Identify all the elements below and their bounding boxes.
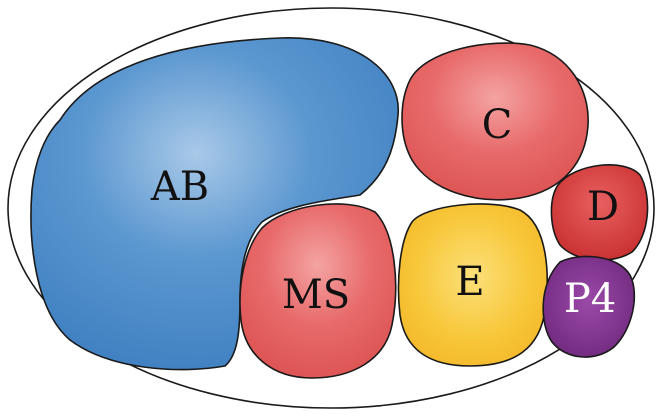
cell-ab: AB (30, 37, 399, 371)
cell-label-p4: P4 (564, 276, 616, 322)
cell-label-c: C (482, 102, 513, 148)
cell-e: E (397, 203, 548, 367)
cell-d: D (550, 164, 649, 261)
cell-ms: MS (239, 203, 397, 379)
cell-label-ms: MS (282, 272, 350, 318)
cell-label-d: D (587, 184, 619, 230)
cell-label-e: E (455, 259, 484, 305)
cell-c: C (401, 42, 589, 201)
cell-label-ab: AB (150, 164, 209, 210)
cell-p4: P4 (542, 255, 636, 358)
